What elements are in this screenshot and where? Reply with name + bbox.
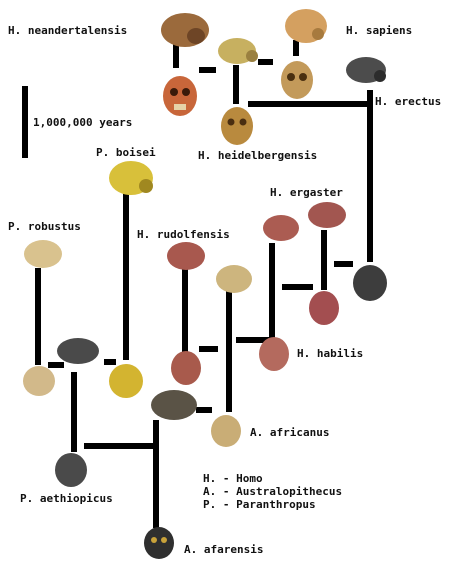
skull-afarensis-front-icon	[144, 527, 174, 559]
skull-sapiens-front-icon	[281, 61, 313, 99]
skull-ergaster-front-icon	[309, 291, 339, 325]
skull-heidelbergensis-front-icon	[221, 107, 253, 145]
skull-neandertalensis-icon	[161, 13, 209, 47]
label-afarensis: A. afarensis	[184, 543, 263, 556]
skull-neandertal-front-icon	[163, 76, 197, 116]
skull-robustus-front-icon	[23, 366, 55, 396]
skull-robustus-icon	[24, 240, 62, 268]
skull-erectus-icon	[346, 57, 386, 83]
legend-paranthropus: P. - Paranthropus	[203, 498, 342, 511]
skull-erectus-early-icon	[353, 265, 387, 301]
skull-boisei-front-icon	[109, 364, 143, 398]
skull-aethiopicus-front-icon	[55, 453, 87, 487]
skull-habilis-icon	[259, 337, 289, 371]
label-boisei: P. boisei	[96, 146, 156, 159]
skull-heidelbergensis-side-icon	[218, 38, 258, 64]
skull-afarensis-side-icon	[151, 390, 197, 420]
label-rudolfensis: H. rudolfensis	[137, 228, 230, 241]
skull-sapiens-side-icon	[285, 9, 327, 43]
label-heidelbergensis: H. heidelbergensis	[198, 149, 317, 162]
label-erectus: H. erectus	[375, 95, 441, 108]
label-aethiopicus: P. aethiopicus	[20, 492, 113, 505]
skull-aethiopicus-side-icon	[57, 338, 99, 364]
legend-homo: H. - Homo	[203, 472, 342, 485]
skull-africanus-side-icon	[216, 265, 252, 293]
scale-label: 1,000,000 years	[33, 116, 132, 129]
label-neandertalensis: H. neandertalensis	[8, 24, 127, 37]
skull-boisei-icon	[109, 161, 153, 195]
skull-ergaster-side-icon	[308, 202, 346, 228]
skull-africanus-front-icon	[211, 415, 241, 447]
legend-australopithecus: A. - Australopithecus	[203, 485, 342, 498]
label-ergaster: H. ergaster	[270, 186, 343, 199]
skull-rudolfensis-top-icon	[263, 215, 299, 241]
genus-legend: H. - Homo A. - Australopithecus P. - Par…	[203, 472, 342, 511]
label-habilis: H. habilis	[297, 347, 363, 360]
label-africanus: A. africanus	[250, 426, 329, 439]
tree-lines	[38, 40, 370, 528]
label-robustus: P. robustus	[8, 220, 81, 233]
label-sapiens: H. sapiens	[346, 24, 412, 37]
skull-rudolfensis-front-icon	[171, 351, 201, 385]
skull-rudolfensis-side-icon	[167, 242, 205, 270]
